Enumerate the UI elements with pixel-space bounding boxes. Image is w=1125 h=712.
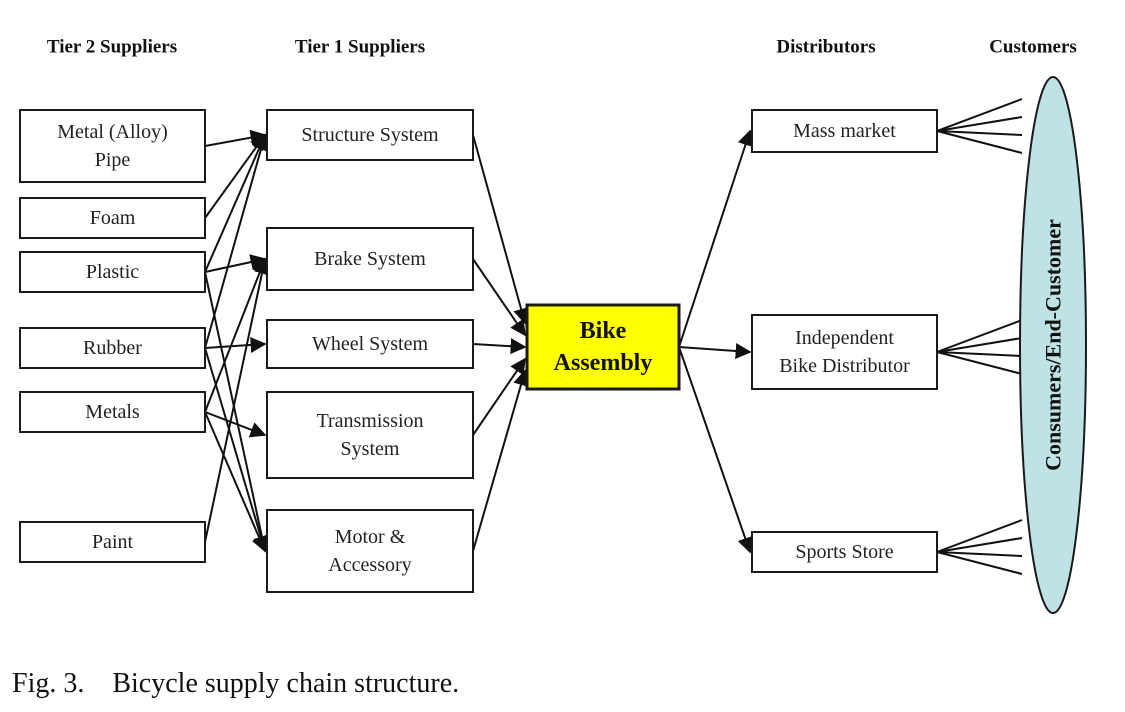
node-independent-label-2: Bike Distributor [779, 355, 910, 377]
edge-metal-pipe-to-structure [204, 129, 267, 147]
figure-caption: Fig. 3. Bicycle supply chain structure. [12, 668, 460, 699]
node-mass-market: Mass market [751, 109, 938, 153]
node-paint-label-1: Paint [92, 531, 134, 553]
node-motor-box [266, 509, 474, 593]
node-bike-assembly-label-2: Assembly [554, 350, 653, 376]
node-sports-store: Sports Store [751, 531, 938, 573]
node-motor-label-1: Motor & [335, 526, 406, 548]
node-bike-assembly-box [525, 303, 681, 391]
node-consumers: Consumers/End-Customer [1019, 76, 1087, 614]
fan-line-sports-store-2 [936, 537, 1023, 553]
edge-metals-to-transmission [204, 411, 267, 438]
edge-paint-to-brake [204, 257, 270, 543]
fan-line-sports-store-1 [936, 519, 1023, 553]
node-metal-pipe-label-1: Metal (Alloy) [57, 121, 168, 143]
node-metals-label-1: Metals [85, 401, 140, 423]
fan-line-mass-market-2 [936, 116, 1023, 132]
node-independent-label-1: Independent [795, 327, 894, 349]
node-motor-label-2: Accessory [328, 554, 411, 576]
node-transmission-label-1: Transmission [316, 410, 423, 432]
node-brake-label-1: Brake System [314, 248, 426, 270]
node-structure-label-1: Structure System [301, 124, 439, 146]
fan-line-mass-market-4 [936, 130, 1023, 154]
node-sports-store-box [751, 531, 938, 573]
node-wheel-box [266, 319, 474, 369]
node-independent-box [751, 314, 938, 390]
edge-bike-assembly-to-mass-market [678, 129, 754, 348]
node-mass-market-box [751, 109, 938, 153]
header-distributors: Distributors [776, 37, 875, 58]
header-tier1: Tier 1 Suppliers [295, 37, 425, 58]
edge-brake-to-bike-assembly [472, 258, 526, 337]
edge-bike-assembly-to-independent [678, 343, 752, 359]
node-bike-assembly-label-1: Bike [580, 318, 627, 344]
node-metal-pipe-label-2: Pipe [95, 149, 131, 171]
fan-line-independent-4 [936, 351, 1023, 375]
node-paint: Paint [19, 521, 206, 563]
node-structure-box [266, 109, 474, 161]
node-metal-pipe: Metal (Alloy) Pipe [19, 109, 206, 183]
node-transmission-box [266, 391, 474, 479]
node-structure: Structure System [266, 109, 474, 161]
edge-wheel-to-bike-assembly [472, 338, 527, 355]
fan-line-sports-store-4 [936, 551, 1023, 575]
node-foam-box [19, 197, 206, 239]
edge-metals-to-motor [204, 411, 267, 553]
edge-rubber-to-wheel [204, 336, 267, 353]
edge-plastic-to-brake [204, 254, 267, 273]
node-plastic-box [19, 251, 206, 293]
edge-structure-to-bike-assembly [472, 134, 529, 325]
node-metals: Metals [19, 391, 206, 433]
node-wheel: Wheel System [266, 319, 474, 369]
node-rubber-box [19, 327, 206, 369]
node-wheel-label-1: Wheel System [312, 333, 429, 355]
node-rubber: Rubber [19, 327, 206, 369]
header-tier2: Tier 2 Suppliers [47, 37, 177, 58]
node-mass-market-label-1: Mass market [793, 120, 896, 142]
fan-line-sports-store-3 [936, 551, 1023, 557]
header-customers: Customers [989, 37, 1077, 58]
fan-line-independent-1 [936, 319, 1023, 353]
node-metal-pipe-box [19, 109, 206, 183]
consumers-ellipse [1019, 76, 1087, 614]
node-brake: Brake System [266, 227, 474, 291]
supply-chain-diagram: Metal (Alloy) PipeFoamPlasticRubberMetals… [19, 37, 1087, 614]
edge-bike-assembly-to-sports-store [678, 346, 753, 554]
node-metals-box [19, 391, 206, 433]
node-plastic-label-1: Plastic [86, 261, 139, 283]
edge-rubber-to-motor [204, 347, 269, 553]
edge-motor-to-bike-assembly [472, 369, 529, 552]
consumers-label: Consumers/End-Customer [1041, 219, 1066, 471]
fan-line-independent-3 [936, 351, 1023, 357]
node-plastic: Plastic [19, 251, 206, 293]
edge-rubber-to-structure [204, 133, 269, 349]
node-paint-box [19, 521, 206, 563]
node-rubber-label-1: Rubber [83, 337, 142, 359]
node-brake-box [266, 227, 474, 291]
fan-line-mass-market-1 [936, 98, 1023, 132]
edge-plastic-to-motor [204, 271, 270, 553]
node-foam: Foam [19, 197, 206, 239]
node-sports-store-label-1: Sports Store [795, 541, 893, 563]
edge-metals-to-brake [204, 257, 268, 413]
node-foam-label-1: Foam [90, 207, 136, 229]
fan-line-mass-market-3 [936, 130, 1023, 136]
node-transmission-label-2: System [341, 438, 400, 460]
edge-plastic-to-structure [204, 133, 267, 273]
node-motor: Motor & Accessory [266, 509, 474, 593]
fan-line-independent-2 [936, 337, 1023, 353]
